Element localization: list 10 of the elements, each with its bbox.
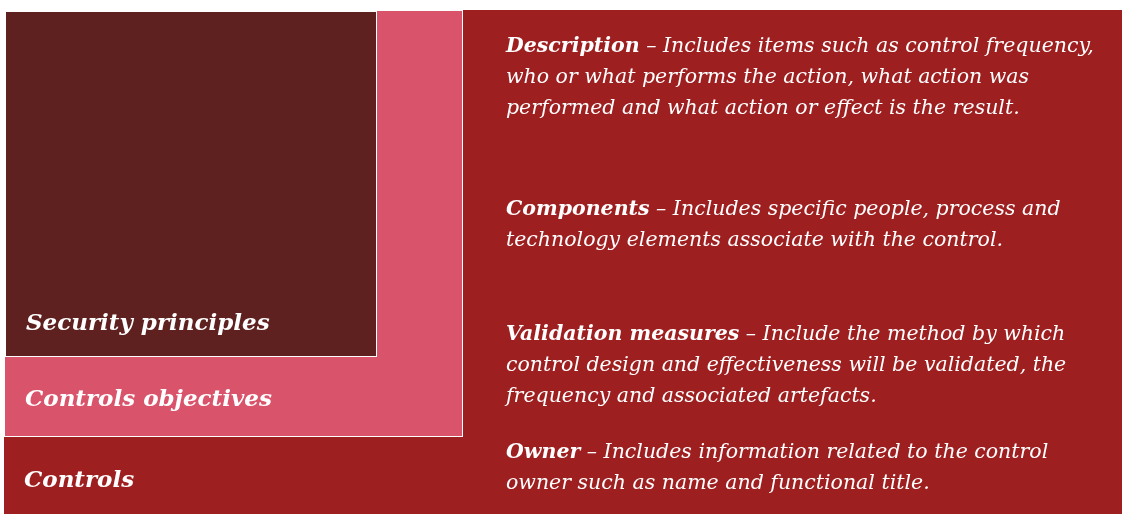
inner-panel <box>5 11 377 357</box>
description-paragraph: Validation measures – Include the method by which control design and effectiveness will be validated, the frequency and associated artefacts. <box>506 320 1068 409</box>
description-paragraph: Components – Includes specific people, process and technology elements associate with the control. <box>506 195 1062 253</box>
description-paragraph: Owner – Includes information related to the control owner such as name and functional title. <box>506 438 1050 496</box>
panel-title: Controls <box>24 465 135 492</box>
panel-title: Security principles <box>26 308 270 335</box>
description-paragraph: Description – Includes items such as control frequency, who or what performs the action, what action was performed and what action or effect is the result. <box>506 32 1095 121</box>
panel-title: Controls objectives <box>25 384 272 411</box>
outer-panel <box>4 10 1122 514</box>
middle-panel <box>4 10 463 437</box>
